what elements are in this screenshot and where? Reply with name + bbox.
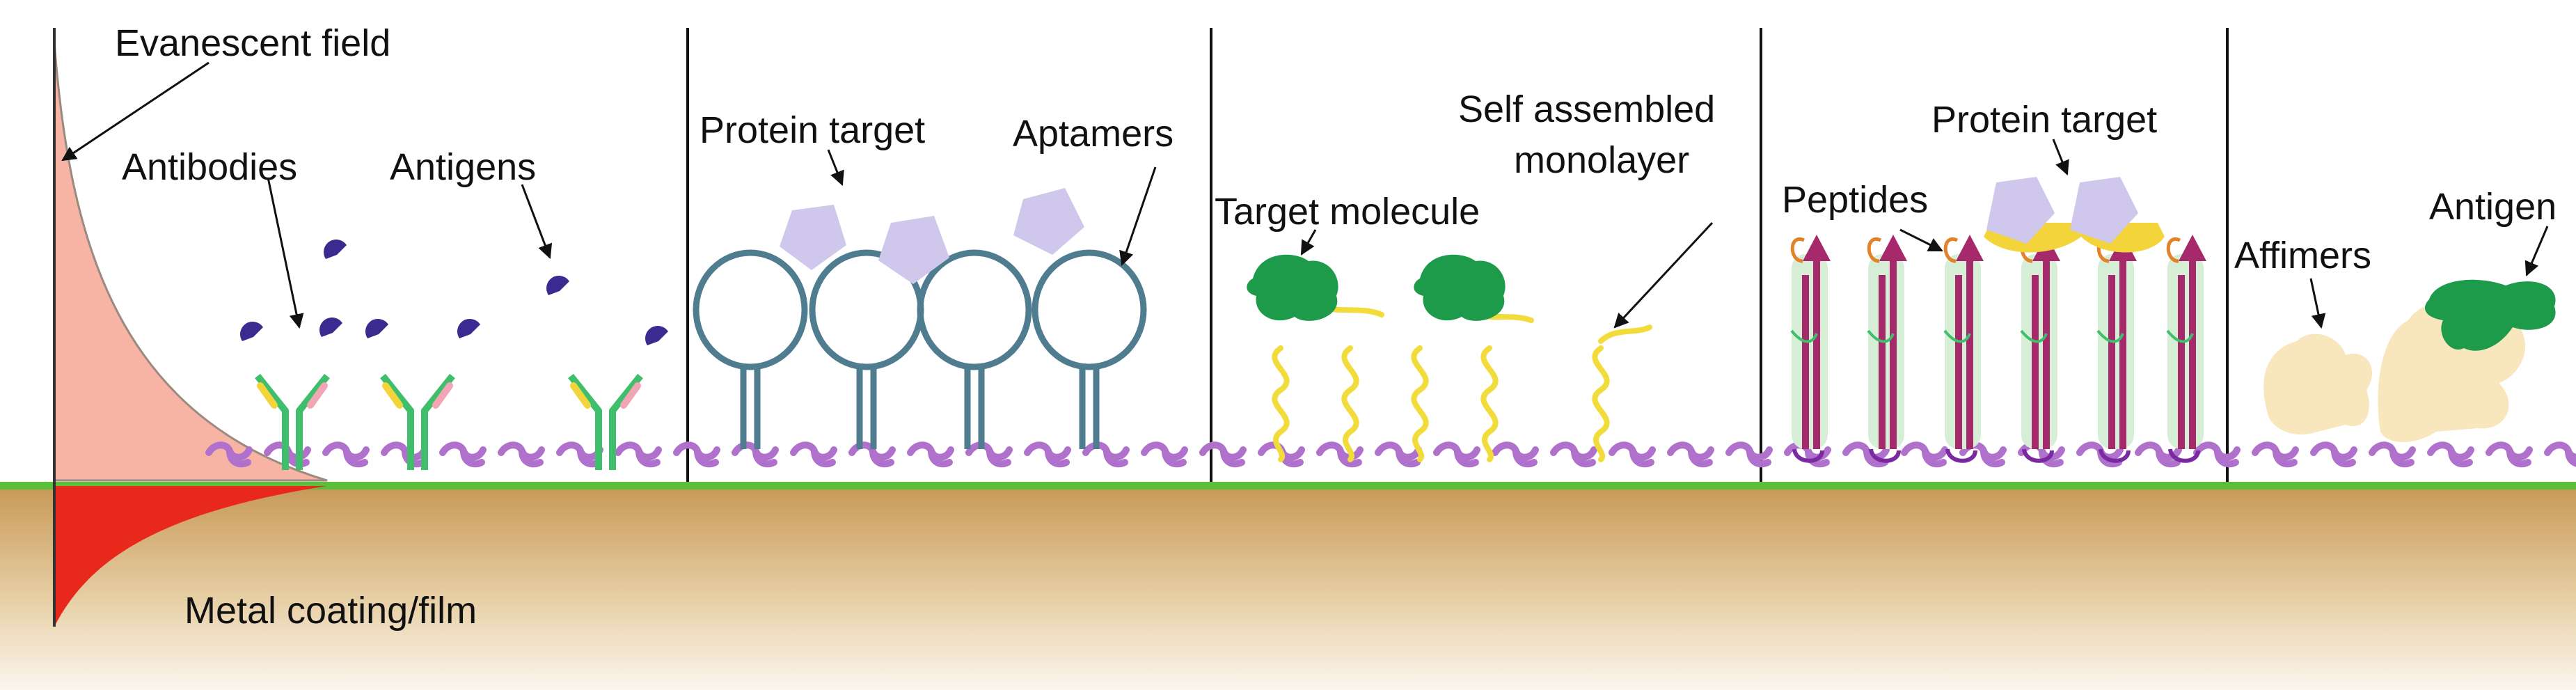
antigen-molecule <box>2425 279 2556 351</box>
section-dividers <box>686 28 2229 482</box>
metal-film <box>0 487 2576 690</box>
linker-molecule <box>560 445 600 464</box>
antibodies-group <box>239 239 668 470</box>
label-protein-target-2: Protein target <box>1931 99 2157 141</box>
label-metal-coating: Metal coating/film <box>184 590 477 632</box>
linker-molecule <box>1086 445 1126 464</box>
linker-molecule <box>2372 445 2412 464</box>
linker-molecule <box>2255 445 2296 464</box>
label-protein-target-1: Protein target <box>700 109 925 151</box>
aptamers-group <box>696 188 1144 449</box>
linker-molecule <box>1554 445 1594 464</box>
label-antigen: Antigen <box>2429 186 2557 228</box>
linker-molecule <box>1670 445 1711 464</box>
target-molecule-1 <box>1247 254 1338 321</box>
label-sam-line2: monolayer <box>1514 139 1689 181</box>
linker-layer <box>209 445 2576 464</box>
linker-molecule <box>677 445 717 464</box>
label-peptides: Peptides <box>1782 179 1928 221</box>
linker-molecule <box>1144 445 1185 464</box>
linker-molecule <box>1612 445 1652 464</box>
linker-molecule <box>1437 445 1477 464</box>
protein-target-pentagon-1 <box>1986 177 2055 244</box>
label-antigens: Antigens <box>390 146 536 188</box>
linker-molecule <box>2314 445 2354 464</box>
label-evanescent-field: Evanescent field <box>115 22 390 64</box>
label-antibodies: Antibodies <box>122 146 297 188</box>
surface-line <box>0 482 2576 489</box>
linker-molecule <box>2547 445 2576 464</box>
label-aptamers: Aptamers <box>1013 113 1174 155</box>
linker-molecule <box>443 445 483 464</box>
label-target-molecule: Target molecule <box>1215 191 1480 233</box>
evanescent-field-shape <box>53 41 328 482</box>
linker-molecule <box>793 445 834 464</box>
linker-molecule <box>910 445 951 464</box>
linker-molecule <box>1904 445 1945 464</box>
affimer-1 <box>2263 334 2373 434</box>
linker-molecule <box>501 445 542 464</box>
label-affimers: Affimers <box>2234 235 2371 276</box>
evanescent-field-dark <box>54 486 327 627</box>
linker-molecule <box>1729 445 1769 464</box>
linker-molecule <box>1495 445 1535 464</box>
sam-group <box>1247 254 1652 460</box>
linker-molecule <box>1203 445 1243 464</box>
linker-molecule <box>2431 445 2471 464</box>
affimers-group <box>2263 279 2556 442</box>
peptides-group <box>1792 177 2206 461</box>
target-molecule-2 <box>1414 254 1506 321</box>
protein-target-pentagon-2 <box>2070 177 2138 244</box>
linker-molecule <box>1378 445 1419 464</box>
linker-molecule <box>1027 445 1068 464</box>
linker-molecule <box>2489 445 2529 464</box>
linker-molecule <box>969 445 1009 464</box>
linker-molecule <box>618 445 658 464</box>
annotation-arrows <box>61 61 2549 329</box>
linker-molecule <box>326 445 366 464</box>
label-sam-line1: Self assembled <box>1458 88 1715 130</box>
linker-molecule <box>384 445 425 464</box>
linker-molecule <box>2197 445 2237 464</box>
